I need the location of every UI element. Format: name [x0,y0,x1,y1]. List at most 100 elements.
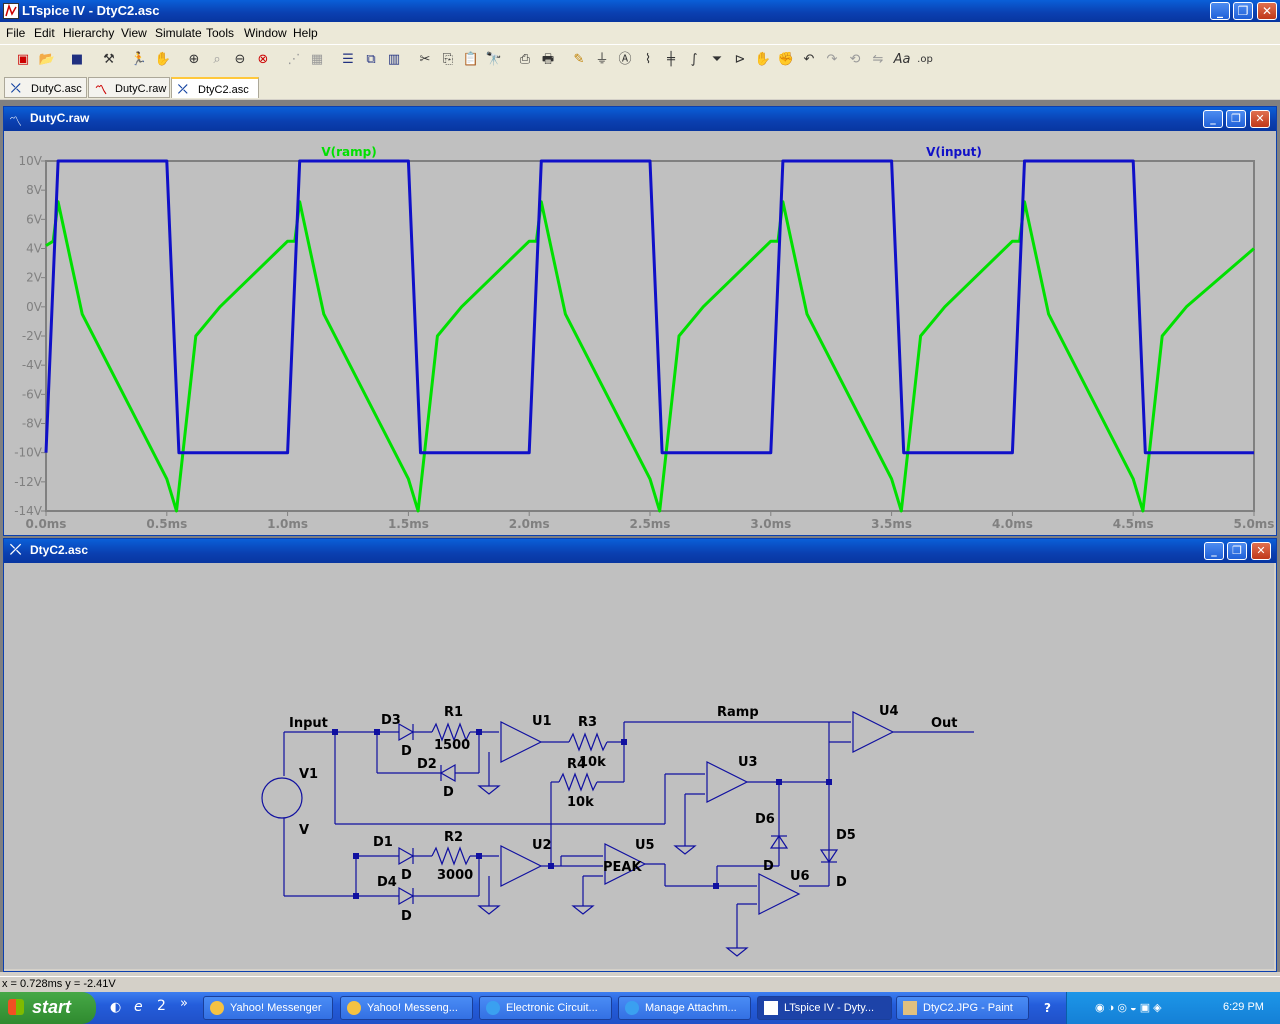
open-icon[interactable]: 📂 [38,52,56,67]
label-d4-model: D [401,909,412,924]
find-icon[interactable]: 🔭 [485,52,503,67]
waveform-window-title-bar[interactable]: 〽 DutyC.raw _ ❐ ✕ [4,107,1276,131]
schematic-minimize-button[interactable]: _ [1204,542,1224,560]
capacitor-icon[interactable]: ╪ [667,52,675,67]
app-title-bar[interactable]: LTspice IV - DtyC2.asc _ ❐ ✕ [0,0,1280,22]
tab-dutyc-raw[interactable]: 〽 DutyC.raw [88,77,170,98]
tab-label: DtyC2.asc [198,84,249,96]
x-tick-label: 5.0ms [1234,517,1275,531]
paste-icon[interactable]: 📋 [462,52,480,67]
copy-icon[interactable]: ⎘ [442,52,454,67]
schematic-canvas[interactable]: Input V1 V D3 D R1 1500 D2 D U1 R3 10k R… [4,563,1274,969]
label-r1-value: 1500 [434,738,470,753]
y-tick-label: 2V [26,271,43,285]
close-icon: ✕ [1255,112,1265,125]
spice-directive-icon[interactable]: .op [917,54,933,65]
menu-view[interactable]: View [121,26,147,40]
run-icon[interactable]: 🏃 [130,52,148,67]
menu-simulate[interactable]: Simulate [155,26,202,40]
redo-icon[interactable]: ↷ [826,52,838,67]
tile-horizontal-icon[interactable]: ☰ [342,52,354,67]
move-icon[interactable]: ✋ [754,52,772,67]
taskbar-button-ie-1[interactable]: Electronic Circuit... [479,996,612,1020]
ie-icon [625,1001,639,1015]
start-button[interactable]: start [0,992,96,1024]
rotate-icon[interactable]: ⟲ [849,52,861,67]
toolbar: ▣ 📂 ■ ⚒ 🏃 ✋ ⊕ ⌕ ⊖ ⊗ ⋰ ▦ ☰ ⧉ ▥ ✂ ⎘ 📋 🔭 ⎙ … [0,44,1280,77]
menu-tools[interactable]: Tools [206,26,235,40]
taskbar-button-paint[interactable]: DtyC2.JPG - Paint [896,996,1029,1020]
quicklaunch-more[interactable]: » [180,996,188,1011]
grid-icon[interactable]: ▦ [310,52,324,67]
y-tick-label: -4V [22,358,43,372]
component-icon[interactable]: ⊳ [734,52,746,67]
y-tick-label: 6V [26,212,43,226]
waveform-close-button[interactable]: ✕ [1250,110,1270,128]
label-r1: R1 [444,705,463,720]
label-d4: D4 [377,875,397,890]
drag-icon[interactable]: ✊ [777,52,795,67]
task-label: Yahoo! Messenger [230,1002,322,1014]
menu-hierarchy[interactable]: Hierarchy [63,26,115,40]
menu-file[interactable]: File [6,26,26,40]
tab-dtyc2-asc[interactable]: ⤫ DtyC2.asc [171,77,259,98]
zoom-fit-icon[interactable]: ⊗ [257,52,269,67]
quicklaunch-badge[interactable]: 2 [157,998,166,1014]
schematic-close-button[interactable]: ✕ [1251,542,1271,560]
label-r2: R2 [444,830,463,845]
waveform-icon: 〽 [9,115,23,130]
menu-bar: File Edit Hierarchy View Simulate Tools … [0,22,1280,44]
desktop-icon[interactable]: ◐ [110,1000,122,1015]
print-setup-icon[interactable]: ⎙ [519,52,531,67]
taskbar-button-yahoo-1[interactable]: Yahoo! Messenger [203,996,333,1020]
label-d5: D5 [836,828,856,843]
ie-quicklaunch-icon[interactable]: e [134,999,143,1015]
cascade-icon[interactable]: ⧉ [366,52,376,67]
print-icon[interactable]: 🖶 [541,52,555,67]
mirror-icon[interactable]: ⇋ [872,52,884,67]
tab-dutyc-asc[interactable]: ⤫ DutyC.asc [4,77,87,98]
save-icon[interactable]: ■ [70,52,84,67]
close-button[interactable]: ✕ [1257,2,1277,20]
menu-help[interactable]: Help [293,26,318,40]
minimize-button[interactable]: _ [1210,2,1230,20]
inductor-icon[interactable]: ∫ [690,52,698,67]
x-tick-label: 0.0ms [26,517,67,531]
diode-icon[interactable]: ⏷ [711,52,723,67]
new-schematic-icon[interactable]: ▣ [16,52,30,67]
schematic-restore-button[interactable]: ❐ [1227,542,1247,560]
undo-icon[interactable]: ↶ [803,52,815,67]
text-icon[interactable]: Aa [893,52,911,67]
halt-icon[interactable]: ✋ [154,52,172,67]
schematic-window-title-bar[interactable]: ⤫ DtyC2.asc _ ❐ ✕ [4,539,1276,563]
waveform-restore-button[interactable]: ❐ [1226,110,1246,128]
tray-icons[interactable]: ◉ ◑ ◎ ◒ ▣ ◈ [1095,1002,1162,1014]
menu-window[interactable]: Window [244,26,287,40]
tile-vertical-icon[interactable]: ▥ [387,52,401,67]
waveform-minimize-button[interactable]: _ [1203,110,1223,128]
zoom-in-icon[interactable]: ⊕ [188,52,200,67]
label-d6-model: D [763,859,774,874]
restore-button[interactable]: ❐ [1233,2,1253,20]
help-icon[interactable]: ? [1044,1001,1051,1015]
zoom-area-icon[interactable]: ⌕ [213,52,221,67]
autorange-icon[interactable]: ⋰ [287,52,301,67]
resistor-icon[interactable]: ⌇ [644,52,652,67]
label-d5-model: D [836,875,847,890]
zoom-out-icon[interactable]: ⊖ [234,52,246,67]
taskbar-button-yahoo-2[interactable]: Yahoo! Messeng... [340,996,473,1020]
wire-icon[interactable]: ✎ [573,52,585,67]
taskbar-button-ie-2[interactable]: Manage Attachm... [618,996,751,1020]
label-d2: D2 [417,757,437,772]
control-panel-icon[interactable]: ⚒ [103,52,115,67]
label-icon[interactable]: Ⓐ [618,52,632,67]
x-tick-label: 1.5ms [388,517,429,531]
task-label: Electronic Circuit... [506,1002,598,1014]
menu-edit[interactable]: Edit [34,26,55,40]
ground-icon[interactable]: ⏚ [595,52,609,67]
y-tick-label: -14V [14,504,43,518]
taskbar-button-ltspice[interactable]: LTspice IV - Dyty... [757,996,892,1020]
cut-icon[interactable]: ✂ [419,52,431,67]
